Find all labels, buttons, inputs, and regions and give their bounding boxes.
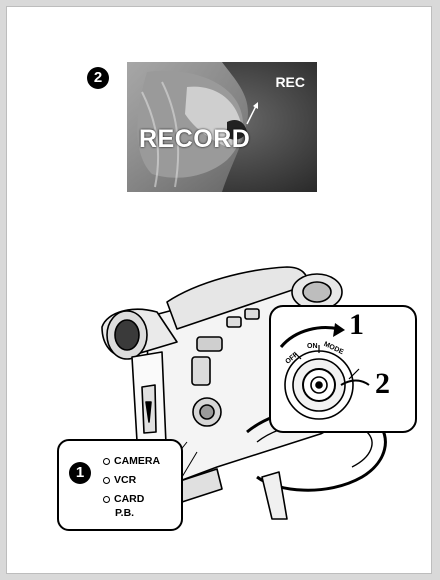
lamp-vcr: VCR (103, 474, 136, 486)
manual-page: 2 REC RECORD (6, 6, 432, 574)
mode-dial-graphic (271, 307, 419, 435)
lamp-card-label: CARD (114, 493, 144, 505)
step-1-badge: 1 (69, 462, 91, 484)
lamp-camera: CAMERA (103, 455, 160, 467)
lamp-card: CARD (103, 493, 144, 505)
step-2-number: 2 (375, 369, 390, 399)
lamp-indicator-icon (103, 496, 110, 503)
rec-indicator: REC (275, 74, 305, 90)
dial-on-label: ON (307, 343, 318, 350)
mode-dial-callout: OFF ON MODE 1 2 (269, 305, 417, 433)
mode-lamp-callout: 1 CAMERA VCR CARD P.B. (57, 439, 183, 531)
step-1-number: 1 (349, 310, 364, 340)
lamp-indicator-icon (103, 458, 110, 465)
lamp-indicator-icon (103, 477, 110, 484)
lamp-pb-label: P.B. (115, 507, 134, 519)
step-2-badge: 2 (87, 67, 109, 89)
record-caption: RECORD (139, 125, 250, 154)
lamp-vcr-label: VCR (114, 474, 136, 486)
lamp-camera-label: CAMERA (114, 455, 160, 467)
rec-screen-image: REC RECORD (127, 62, 317, 192)
